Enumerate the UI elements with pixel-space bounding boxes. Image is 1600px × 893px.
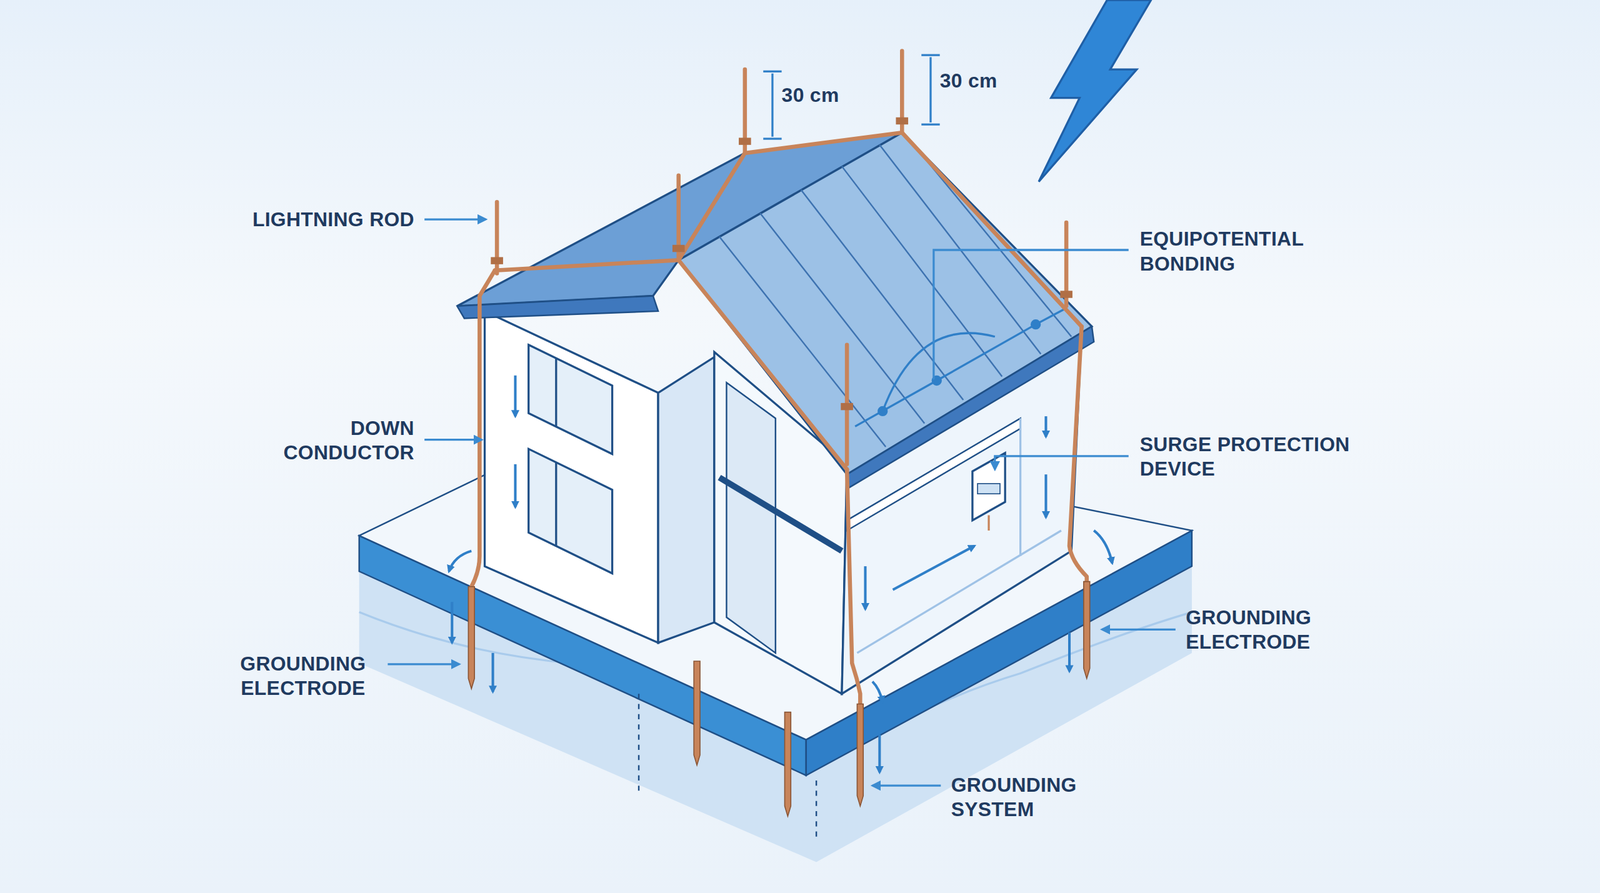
windows xyxy=(528,345,613,574)
surge-device-part xyxy=(972,453,1005,521)
house-walls-part xyxy=(726,382,775,654)
windows-part xyxy=(555,462,557,547)
rod-clamps-part xyxy=(1060,290,1073,298)
current-arrows-part xyxy=(1044,474,1047,518)
current-arrows-part xyxy=(863,566,867,610)
current-arrows-part xyxy=(513,375,517,417)
callout-label: GROUNDING SYSTEM xyxy=(951,772,1105,822)
dimension-lines-part xyxy=(929,56,932,122)
electrodes-part xyxy=(856,704,864,807)
house-walls-part xyxy=(1019,418,1022,556)
callout-label: GROUNDING ELECTRODE xyxy=(1185,605,1339,654)
leader-lines-part xyxy=(872,785,941,787)
roof-part xyxy=(678,132,1092,475)
copper-conductors-part xyxy=(495,132,1082,327)
rod-clamps-part xyxy=(840,403,854,410)
leader-lines-part xyxy=(424,438,482,441)
equipotential-bonding-part xyxy=(855,308,1067,427)
callout-label: LIGHTNING ROD xyxy=(252,206,415,232)
lightning-bolt xyxy=(1038,0,1152,182)
equipotential-bonding-part xyxy=(1031,320,1040,329)
leader-lines-part xyxy=(995,456,1129,470)
surge-device-part xyxy=(987,515,990,530)
leader-lines-part xyxy=(1101,628,1176,631)
roof-part-part xyxy=(916,148,1072,337)
roof xyxy=(456,132,1094,488)
rod-clamps xyxy=(490,117,1073,411)
copper-conductors-part xyxy=(678,260,847,470)
current-arrows-part xyxy=(513,464,517,508)
current-arrows-part xyxy=(1044,416,1047,437)
equipotential-bonding xyxy=(855,308,1067,427)
dimension-lines-part xyxy=(921,54,940,57)
surge-device-part xyxy=(977,483,1000,494)
leader-lines-part xyxy=(387,663,459,665)
electrodes-part xyxy=(693,661,700,766)
dimension-lines-part xyxy=(771,73,774,137)
rod-clamps-part xyxy=(672,245,685,252)
current-arrows-part xyxy=(450,601,454,643)
callout-label: EQUIPOTENTIAL BONDING xyxy=(1140,226,1370,275)
house-walls-part xyxy=(658,356,715,643)
dimension-lines-part xyxy=(921,123,940,126)
roof-part xyxy=(846,326,1094,488)
current-arrows-part xyxy=(491,653,495,692)
windows-part xyxy=(528,448,613,574)
surge-device xyxy=(972,453,1005,531)
ground-block-part xyxy=(815,780,817,837)
dimension-label: 30 cm xyxy=(781,82,840,107)
current-arrows-part xyxy=(448,551,472,572)
windows-part xyxy=(528,345,613,455)
leader-lines-part xyxy=(933,250,1129,380)
lightning-rods xyxy=(496,51,1067,465)
current-arrows-part xyxy=(878,735,881,773)
callout-label: DOWN CONDUCTOR xyxy=(251,415,415,464)
ground-block-part xyxy=(638,693,640,791)
rod-clamps-part xyxy=(895,117,909,125)
current-arrows xyxy=(448,375,1112,773)
dimension-lines-part xyxy=(763,70,782,73)
rod-clamps-part xyxy=(738,137,752,145)
leader-lines xyxy=(387,219,1175,786)
equipotential-bonding-part xyxy=(882,333,995,412)
house-walls-part xyxy=(856,530,1062,654)
roof-part xyxy=(719,145,1072,447)
rod-clamps-part xyxy=(490,256,504,264)
electrodes-part xyxy=(468,586,475,689)
current-arrows-part xyxy=(872,681,883,703)
dimension-label: 30 cm xyxy=(940,68,998,93)
roof-part xyxy=(456,295,659,319)
house-walls-part xyxy=(719,477,842,552)
windows-part xyxy=(555,358,557,427)
electrodes-part xyxy=(1083,581,1090,679)
dimension-lines xyxy=(763,55,940,139)
leader-lines-part xyxy=(424,218,486,220)
house-walls-part xyxy=(485,311,659,644)
electrodes-part xyxy=(785,712,792,817)
current-arrows-part xyxy=(1093,530,1112,564)
equipotential-bonding-part xyxy=(878,406,887,415)
current-arrows-part xyxy=(893,545,975,590)
dimension-lines-part xyxy=(763,137,782,140)
callout-label: SURGE PROTECTION DEVICE xyxy=(1140,431,1370,481)
callout-label: GROUNDING ELECTRODE xyxy=(226,651,380,700)
current-arrows-part xyxy=(1068,632,1071,672)
